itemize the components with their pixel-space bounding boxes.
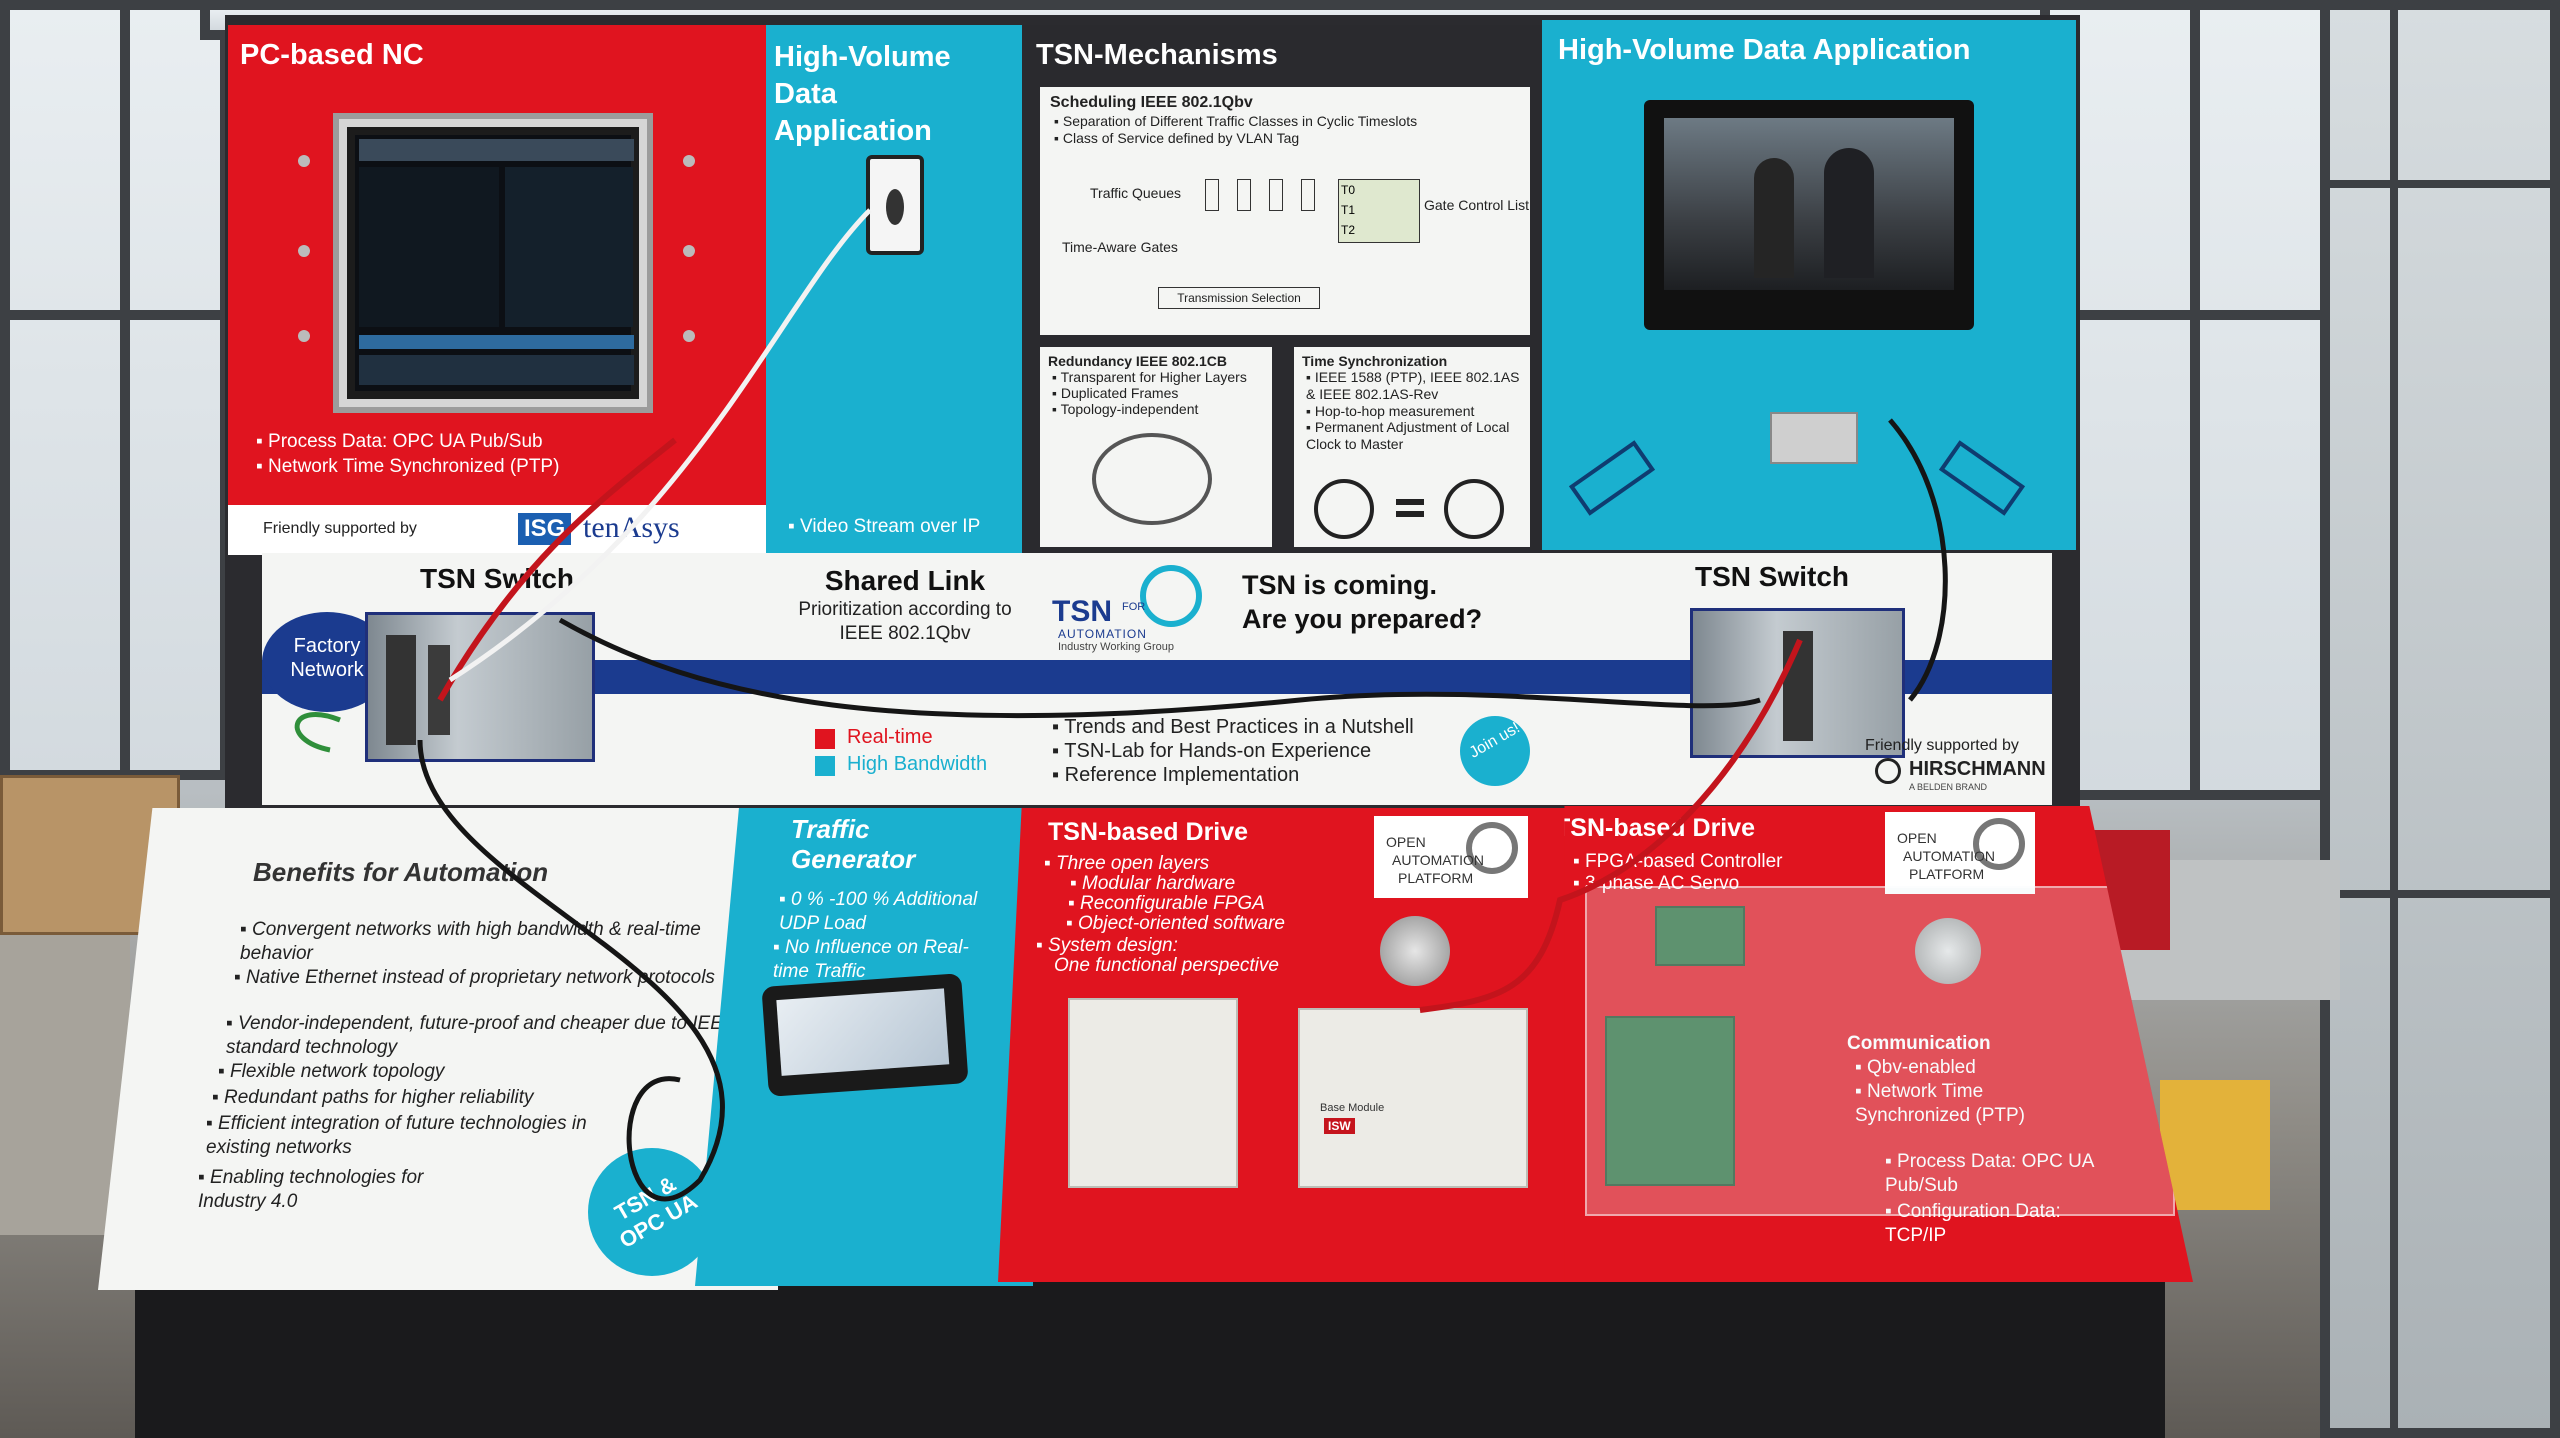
tsn-opc-ua-badge: TSN & OPC UA [588,1148,716,1276]
panel-title: TSN-based Drive [1555,814,1756,842]
time-sync-box: Time Synchronization ▪ IEEE 1588 (PTP), … [1294,347,1530,547]
clock-icon [1314,479,1374,539]
glass-cabinet [2320,0,2560,1438]
sub-bullet: ▪ Reconfigurable FPGA [1068,893,1265,914]
legend-swatch [815,756,835,776]
bullet-item: ▪ TSN-Lab for Hands-on Experience [1052,740,1372,762]
yellow-box [2160,1080,2270,1210]
bullet-item: ▪ Qbv-enabled [1855,1057,1976,1078]
table-base [135,1280,2165,1438]
legend-swatch [815,729,835,749]
tsn-coming-headline: TSN is coming. Are you prepared? [1242,570,1483,634]
gear-icon [1466,822,1518,874]
comm-title: Communication [1847,1033,1991,1054]
panel-title: PC-based NC [240,39,424,71]
equals-icon [1396,499,1424,505]
oap-logo: OPEN AUTOMATION PLATFORM [1885,812,2035,894]
bullet-item: ▪ Vendor-independent, future-proof and c… [226,1013,736,1058]
scheduling-box: Scheduling IEEE 802.1Qbv ▪ Separation of… [1040,87,1530,335]
cable-black-link [558,617,1761,719]
bullet-item: ▪ Three open layers [1044,853,1210,874]
media-box [1770,412,1858,464]
controller-module [1068,998,1238,1188]
hirschmann-icon [1875,758,1901,784]
sub-bullet: ▪ Modular hardware [1070,873,1236,894]
panel-benefits: Benefits for Automation ▪ Convergent net… [98,808,778,1290]
bullet-item: ▪ System design: [1036,935,1178,956]
cable-white [448,208,872,683]
bullet-item: ▪ 0 % -100 % Additional UDP Load [779,889,978,934]
left-cart [0,935,130,1235]
video-stream [1664,118,1954,290]
bullet-item: ▪ Enabling technologies for Industry 4.0 [198,1167,424,1212]
bullet-item: ▪ Trends and Best Practices in a Nutshel… [1052,716,1414,738]
motor-device [1380,916,1450,986]
panel-traffic-generator: Traffic Generator ▪ 0 % -100 % Additiona… [695,808,1033,1286]
bullet-item: ▪ 3-phase AC Servo [1573,873,1740,894]
bullet-item: ▪ Native Ethernet instead of proprietary… [234,967,715,988]
shared-link-title: Shared Link [824,565,986,596]
gate-control-table: T0 T1 T2 [1338,179,1420,243]
cable-black-right [1888,418,1948,702]
bullet-item: ▪ Network Time Synchronized (PTP) [256,456,560,477]
panel-shared-link: Shared Link Prioritization according to … [780,556,1030,656]
transmission-selection-box: Transmission Selection [1158,287,1320,309]
oap-logo: OPEN AUTOMATION PLATFORM [1374,816,1528,898]
panel-high-volume-right: High-Volume Data Application [1542,20,2076,550]
cable-green [294,712,341,753]
panel-title: TSN-Mechanisms [1036,39,1278,71]
bullet-item: ▪ Efficient integration of future techno… [206,1113,587,1158]
bullet-item: ▪ Configuration Data: TCP/IP [1885,1201,2061,1246]
ring-diagram [1092,433,1212,525]
bullet-item: ▪ FPGA-based Controller [1573,851,1783,872]
panel-title: Traffic Generator [791,814,916,874]
switch-title-right: TSN Switch [1695,561,1850,592]
clock-icon [1444,479,1504,539]
bullet-item: ▪ Video Stream over IP [788,516,981,537]
nc-screen [347,127,639,399]
join-us-badge: Join us! [1460,716,1530,786]
sub-bullet: ▪ Object-oriented software [1066,913,1286,934]
panel-title: TSN-based Drive [1048,818,1249,846]
support-strip: Friendly supported by ISG tenAsys [228,505,766,555]
redundancy-box: Redundancy IEEE 802.1CB ▪ Transparent fo… [1040,347,1272,547]
tsn-for-automation-logo: TSN FOR AUTOMATION Industry Working Grou… [1048,565,1218,655]
gear-icon [1973,818,2025,870]
base-module: Base Module ISW [1298,1008,1528,1188]
bullet-item-cont: One functional perspective [1054,955,1279,976]
panel-title: High-Volume Data Application [774,41,951,147]
bullet-item: ▪ Network Time Synchronized (PTP) [1855,1081,2026,1126]
window-left [0,0,230,780]
gear-icon [1140,565,1202,627]
switch-title-left: TSN Switch [420,563,575,594]
queues [1205,179,1365,211]
bullet-item: ▪ Process Data: OPC UA Pub/Sub [256,431,543,452]
video-monitor [1644,100,1974,330]
panel-tsn-mechanisms: TSN-Mechanisms Scheduling IEEE 802.1Qbv … [1022,25,1542,555]
motor-device [1915,918,1981,984]
panel-pc-based-nc: PC-based NC ▪ Process Data: OPC UA Pub/S… [228,25,766,555]
panel-tsn-drive-right: TSN-based Drive ▪ FPGA-based Controller … [1555,806,2193,1282]
tsn-switch-right-device [1690,608,1905,758]
acrylic-cover [1585,886,2175,1216]
cable-red-right [1419,638,1803,1013]
camera-device [866,155,924,255]
panel-tsn-drive-left: TSN-based Drive ▪ Three open layers ▪ Mo… [998,808,1588,1282]
servo-board [1655,906,1745,966]
bullet-item: ▪ Redundant paths for higher reliability [212,1087,534,1108]
cable-black-loop [417,739,725,1202]
monitor-bezel [333,113,653,413]
bullet-item: ▪ Reference Implementation [1052,764,1300,786]
bullet-item: ▪ Flexible network topology [218,1061,445,1082]
panel-title: High-Volume Data Application [1558,34,1971,66]
cable-red-top [437,437,677,702]
fpga-board [1605,1016,1735,1186]
bullet-item: ▪ No Influence on Real-time Traffic [773,937,969,982]
bullet-item: ▪ Process Data: OPC UA Pub/Sub [1885,1151,2094,1196]
